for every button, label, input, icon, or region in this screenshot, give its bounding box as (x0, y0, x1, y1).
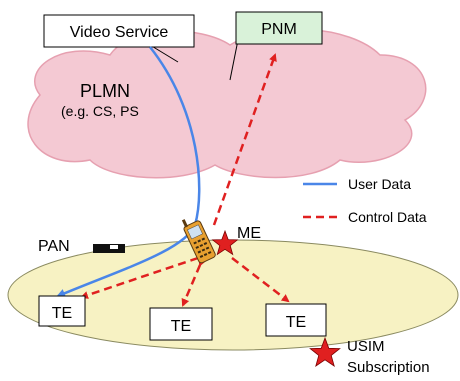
me-usim-star-icon (211, 229, 239, 256)
legend-control-data-label: Control Data (348, 209, 427, 225)
te-box-2 (149, 307, 213, 341)
te-box-3 (265, 303, 327, 337)
legend-usim-label: USIM (347, 338, 385, 355)
te-label-3: TE (286, 314, 306, 331)
video-service-label: Video Service (70, 24, 169, 41)
legend-subscription-label: Subscription (347, 359, 430, 376)
legend-user-data-label: User Data (348, 176, 411, 192)
plmn-label: PLMN (80, 81, 130, 101)
mobile-phone-icon (181, 219, 216, 264)
te-box-1 (38, 295, 86, 327)
legend-usim-star-icon (309, 336, 341, 367)
control-data-me-pnm (212, 53, 277, 226)
te-label-2: TE (171, 318, 191, 335)
te-label-1: TE (52, 305, 72, 322)
pnm-label: PNM (261, 21, 297, 38)
video-service-connector (149, 44, 179, 63)
control-data-me-te1 (80, 252, 205, 299)
pnm-box (235, 11, 323, 45)
video-service-box (43, 14, 195, 48)
pan-label: PAN (38, 238, 70, 255)
plmn-sublabel: (e.g. CS, PS (61, 103, 139, 119)
control-data-me-te3 (231, 257, 290, 303)
pan-device-bar-detail (110, 245, 118, 249)
me-label: ME (237, 225, 261, 242)
pan-device-bar (93, 244, 125, 253)
legend: User Data Control Data USIM Subscription (303, 176, 430, 376)
pan-area (7, 239, 459, 351)
control-data-me-te2 (181, 257, 207, 307)
